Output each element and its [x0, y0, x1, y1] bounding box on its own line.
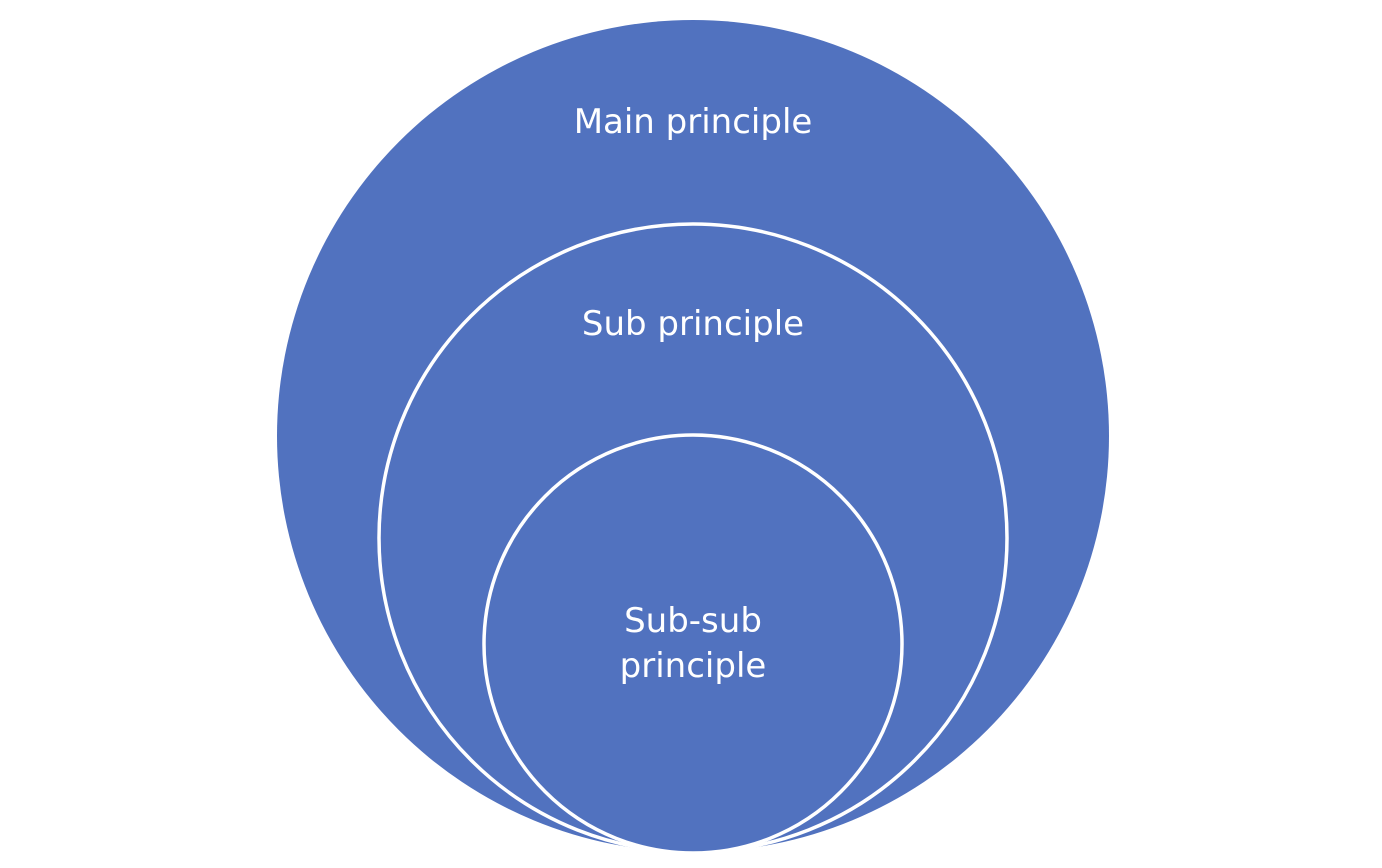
sub-sub-principle-label-line2: principle: [620, 646, 767, 686]
sub-sub-principle-label-line1: Sub-sub: [624, 601, 762, 641]
sub-principle-label: Sub principle: [582, 304, 804, 344]
sub-sub-principle-circle: [482, 433, 904, 855]
main-principle-label: Main principle: [574, 102, 813, 142]
